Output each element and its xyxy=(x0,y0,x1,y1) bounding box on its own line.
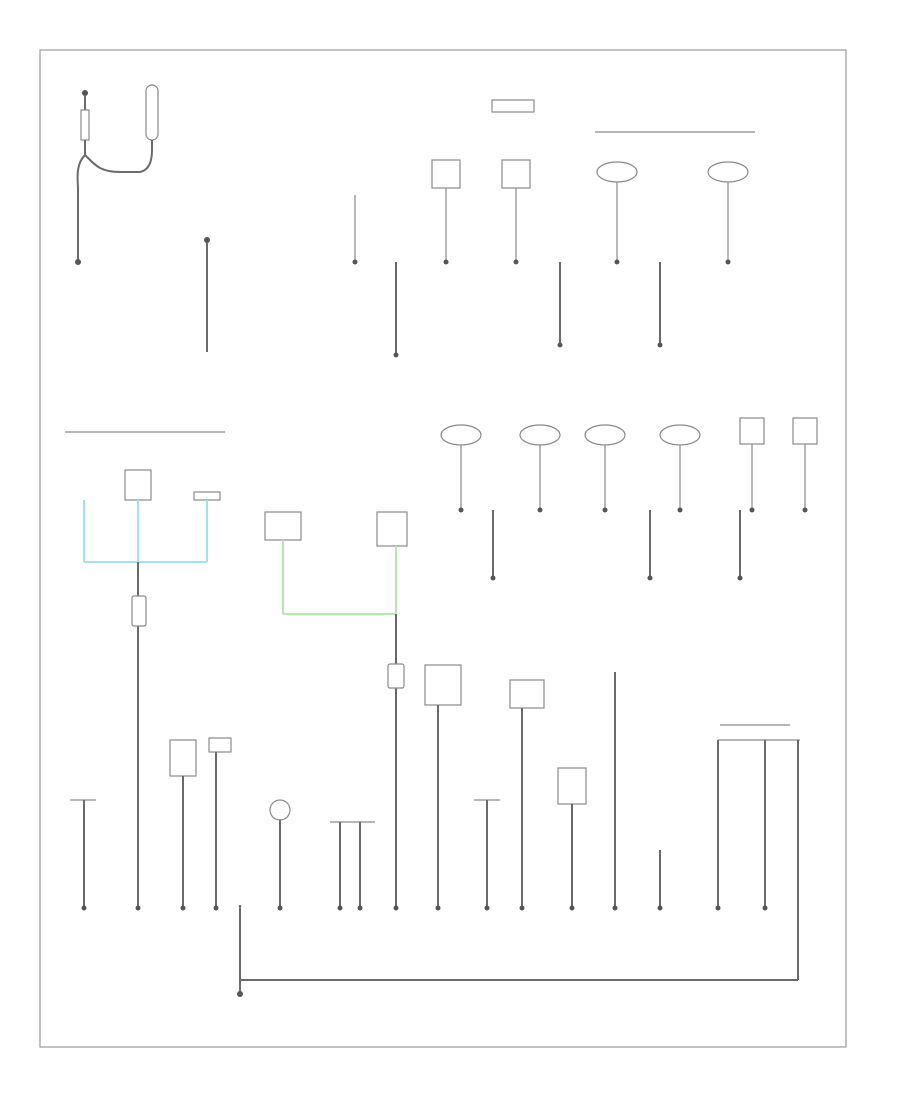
center-module-group xyxy=(264,511,408,908)
battery-ground-group xyxy=(75,84,159,265)
bottom-ground-bus xyxy=(237,905,798,997)
top-center-connectors xyxy=(352,99,535,358)
ground-terminals xyxy=(81,905,768,911)
top-right-lamp-group xyxy=(557,131,755,348)
diagram-frame xyxy=(39,49,847,1048)
rear-lamp-group xyxy=(440,417,818,581)
battery-icon xyxy=(80,109,90,141)
fuse-link-icon xyxy=(145,84,159,141)
left-module-group xyxy=(65,431,225,908)
lower-ground-drops xyxy=(70,664,800,980)
engine-ground-group xyxy=(204,237,210,352)
